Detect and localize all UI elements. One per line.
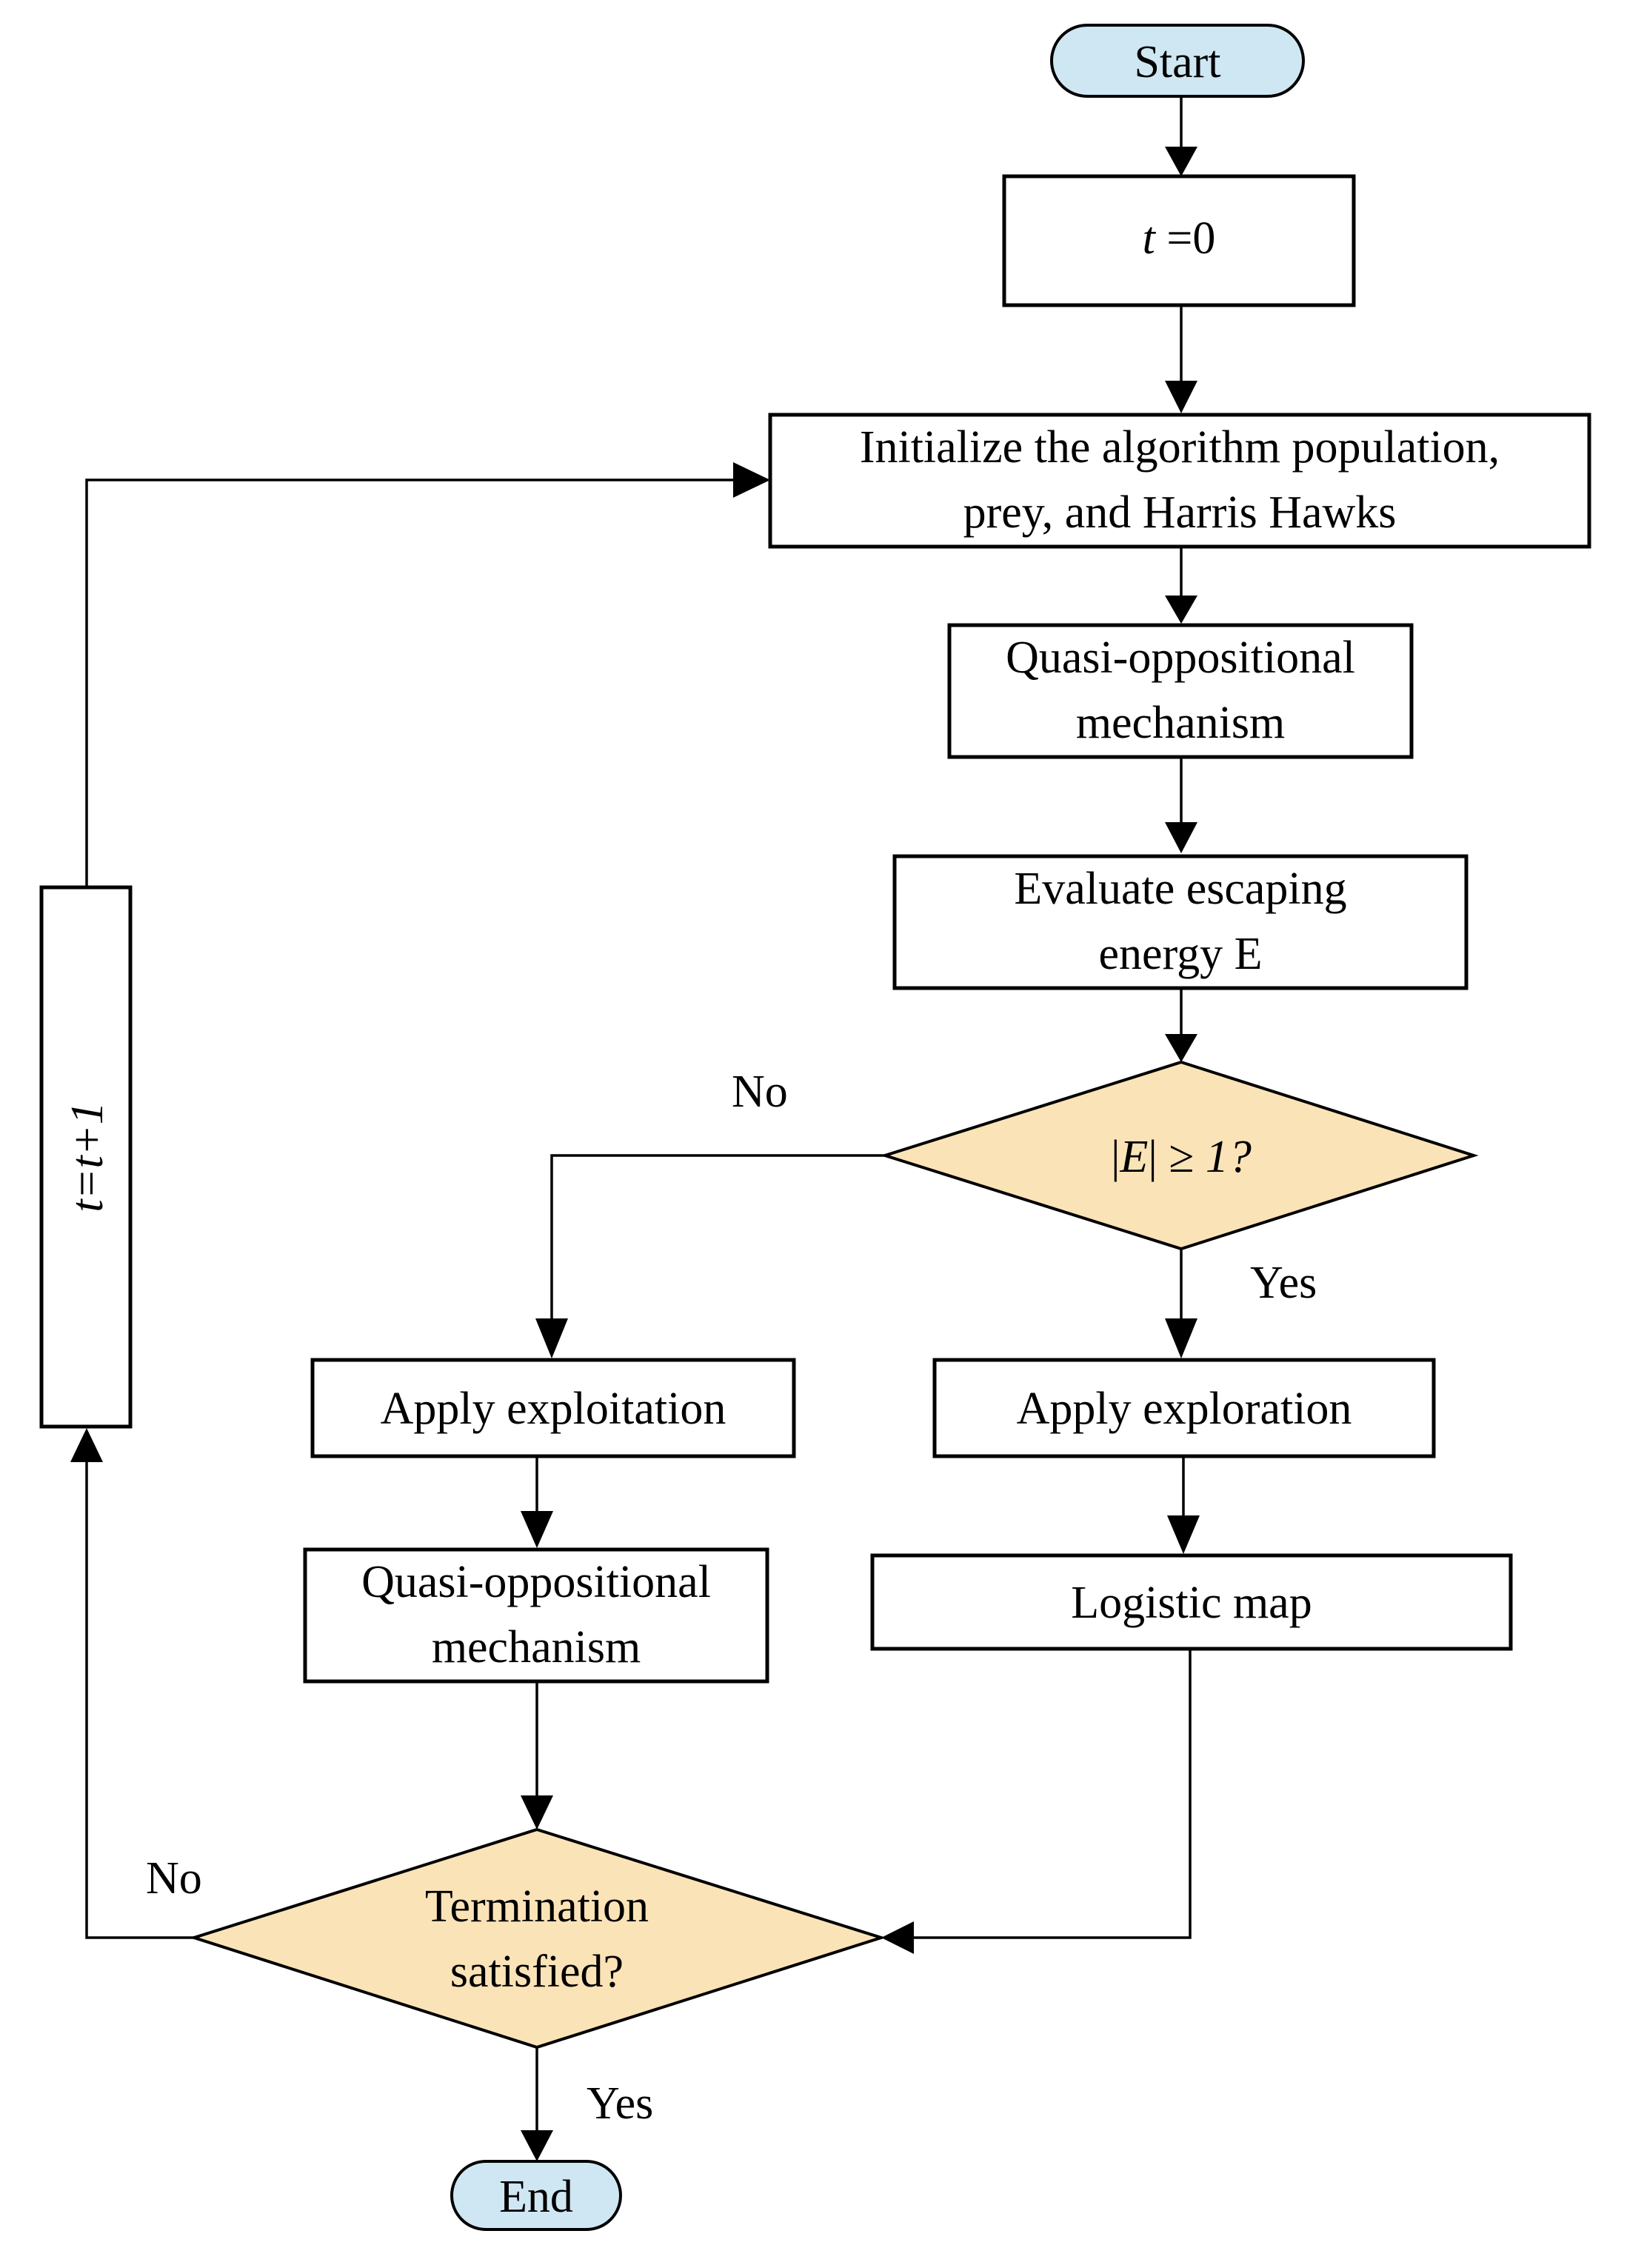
- termination-no-label: No: [146, 1853, 202, 1904]
- energy-decision-shape: [880, 1060, 1479, 1251]
- evaluate-energy-line2: energy E: [1099, 929, 1263, 979]
- quasi-oppositional-bottom-shape: [303, 1547, 769, 1684]
- arrowhead-initialize: [1165, 381, 1197, 413]
- quasi-oppositional-top-shape: [947, 623, 1414, 759]
- quasi-oppositional-top-line1: Quasi-oppositional: [1006, 633, 1355, 683]
- arrowhead-t0: [1165, 147, 1197, 176]
- arrowhead-evaluate: [1165, 822, 1197, 853]
- exploration-label: Apply exploration: [1017, 1384, 1352, 1434]
- t-zero-label: t =0: [1143, 213, 1216, 264]
- increment-label: t=t+1: [62, 1101, 113, 1212]
- start-label: Start: [1134, 37, 1220, 87]
- termination-label-line1: Termination: [425, 1881, 649, 1932]
- termination-yes-label: Yes: [587, 2078, 653, 2129]
- quasi-oppositional-bottom-box: Quasi-oppositional mechanism: [303, 1547, 769, 1684]
- arrowhead-quasi-top: [1165, 596, 1197, 624]
- quasi-oppositional-top-box: Quasi-oppositional mechanism: [947, 623, 1414, 759]
- quasi-oppositional-top-line2: mechanism: [1076, 698, 1285, 748]
- edge-decision-no-to-exploitation: [550, 1154, 885, 1320]
- initialize-shape: [768, 413, 1591, 549]
- evaluate-energy-box: Evaluate escaping energy E: [892, 854, 1469, 990]
- logistic-map-label: Logistic map: [1071, 1578, 1312, 1628]
- evaluate-energy-line1: Evaluate escaping: [1014, 864, 1346, 914]
- logistic-map-shape: [870, 1553, 1513, 1651]
- end-label: End: [499, 2172, 573, 2222]
- energy-no-label: No: [732, 1067, 788, 1117]
- arrowhead-increment: [70, 1428, 103, 1462]
- edge-logistic-to-termination: [912, 1649, 1192, 1939]
- increment-box: t=t+1: [39, 885, 133, 1429]
- arrowhead-termination: [521, 1795, 553, 1830]
- exploitation-shape: [310, 1358, 796, 1458]
- arrowhead-initialize-left: [733, 462, 770, 498]
- arrowhead-termination-right: [881, 1921, 914, 1954]
- termination-decision-shape: [189, 1827, 886, 2049]
- start-terminal: Start: [1050, 24, 1305, 98]
- arrowhead-end: [521, 2130, 553, 2161]
- end-terminal: End: [450, 2160, 622, 2231]
- initialize-label-line1: Initialize the algorithm population,: [860, 422, 1500, 473]
- exploration-box: Apply exploration: [932, 1358, 1436, 1458]
- edge-increment-to-initialize: [85, 478, 736, 887]
- exploitation-label: Apply exploitation: [381, 1384, 726, 1434]
- termination-label-line2: satisfied?: [450, 1947, 624, 1997]
- t-zero-box: t =0: [1002, 174, 1356, 307]
- quasi-oppositional-bottom-line1: Quasi-oppositional: [361, 1557, 711, 1607]
- quasi-oppositional-bottom-line2: mechanism: [432, 1622, 641, 1672]
- exploration-shape: [932, 1358, 1436, 1458]
- arrowhead-exploration: [1165, 1318, 1197, 1358]
- connectors: [70, 96, 1200, 2161]
- arrowhead-decision: [1165, 1034, 1197, 1062]
- edge-termination-no-to-increment: [85, 1461, 194, 1939]
- arrowhead-logistic: [1167, 1515, 1200, 1554]
- increment-shape: [39, 885, 133, 1429]
- arrowhead-quasi-bottom: [521, 1511, 553, 1548]
- start-shape: [1050, 24, 1305, 98]
- t-zero-shape: [1002, 174, 1356, 307]
- termination-decision: Termination satisfied?: [189, 1827, 886, 2049]
- initialize-box: Initialize the algorithm population, pre…: [768, 413, 1591, 549]
- arrowhead-exploitation: [535, 1318, 568, 1358]
- energy-yes-label: Yes: [1250, 1258, 1317, 1308]
- exploitation-box: Apply exploitation: [310, 1358, 796, 1458]
- initialize-label-line2: prey, and Harris Hawks: [963, 487, 1397, 538]
- energy-decision: |E| ≥ 1?: [880, 1060, 1479, 1251]
- end-shape: [450, 2160, 622, 2231]
- logistic-map-box: Logistic map: [870, 1553, 1513, 1651]
- evaluate-energy-shape: [892, 854, 1469, 990]
- energy-decision-label: |E| ≥ 1?: [1111, 1132, 1252, 1182]
